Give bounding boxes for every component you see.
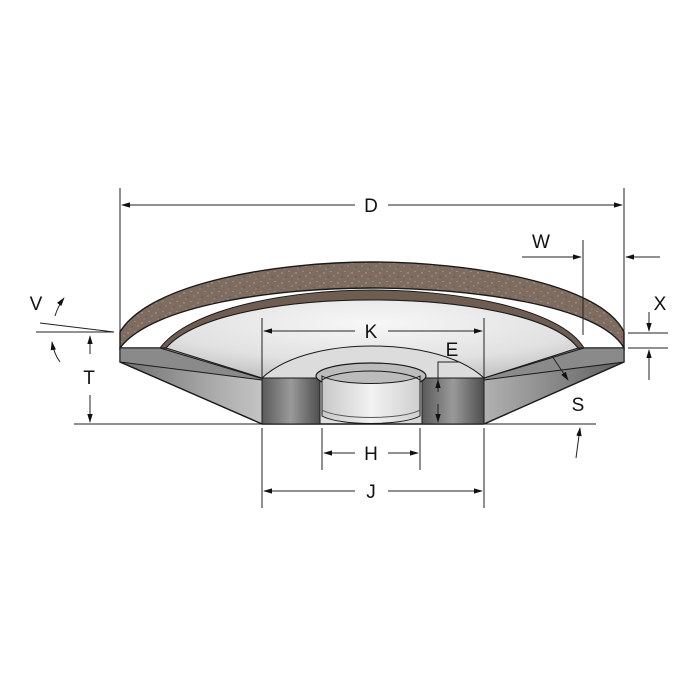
bore-inner-rim <box>321 370 421 381</box>
abrasive-rim <box>119 261 625 351</box>
label-k: K <box>365 322 378 343</box>
v-arc-bottom <box>50 341 61 363</box>
hub-left-wall <box>261 377 321 425</box>
bore-bottom-edge <box>321 409 421 418</box>
s-dim-bottom <box>575 427 582 459</box>
label-v: V <box>30 294 43 315</box>
label-x: X <box>654 294 667 315</box>
v-angle-line <box>39 322 115 333</box>
label-s: S <box>572 395 585 416</box>
e-leader <box>437 361 460 380</box>
label-h: H <box>364 444 378 465</box>
bore-cylinder <box>321 375 421 424</box>
dish-interior <box>165 299 579 379</box>
label-t: T <box>83 368 95 389</box>
label-w: W <box>532 232 550 253</box>
hub-right-wall <box>421 377 485 425</box>
hub-top <box>260 345 486 379</box>
s-dim-top <box>551 355 569 381</box>
label-j: J <box>366 482 376 503</box>
v-arc-top <box>54 297 65 317</box>
label-e: E <box>446 340 459 361</box>
label-d: D <box>364 196 378 217</box>
